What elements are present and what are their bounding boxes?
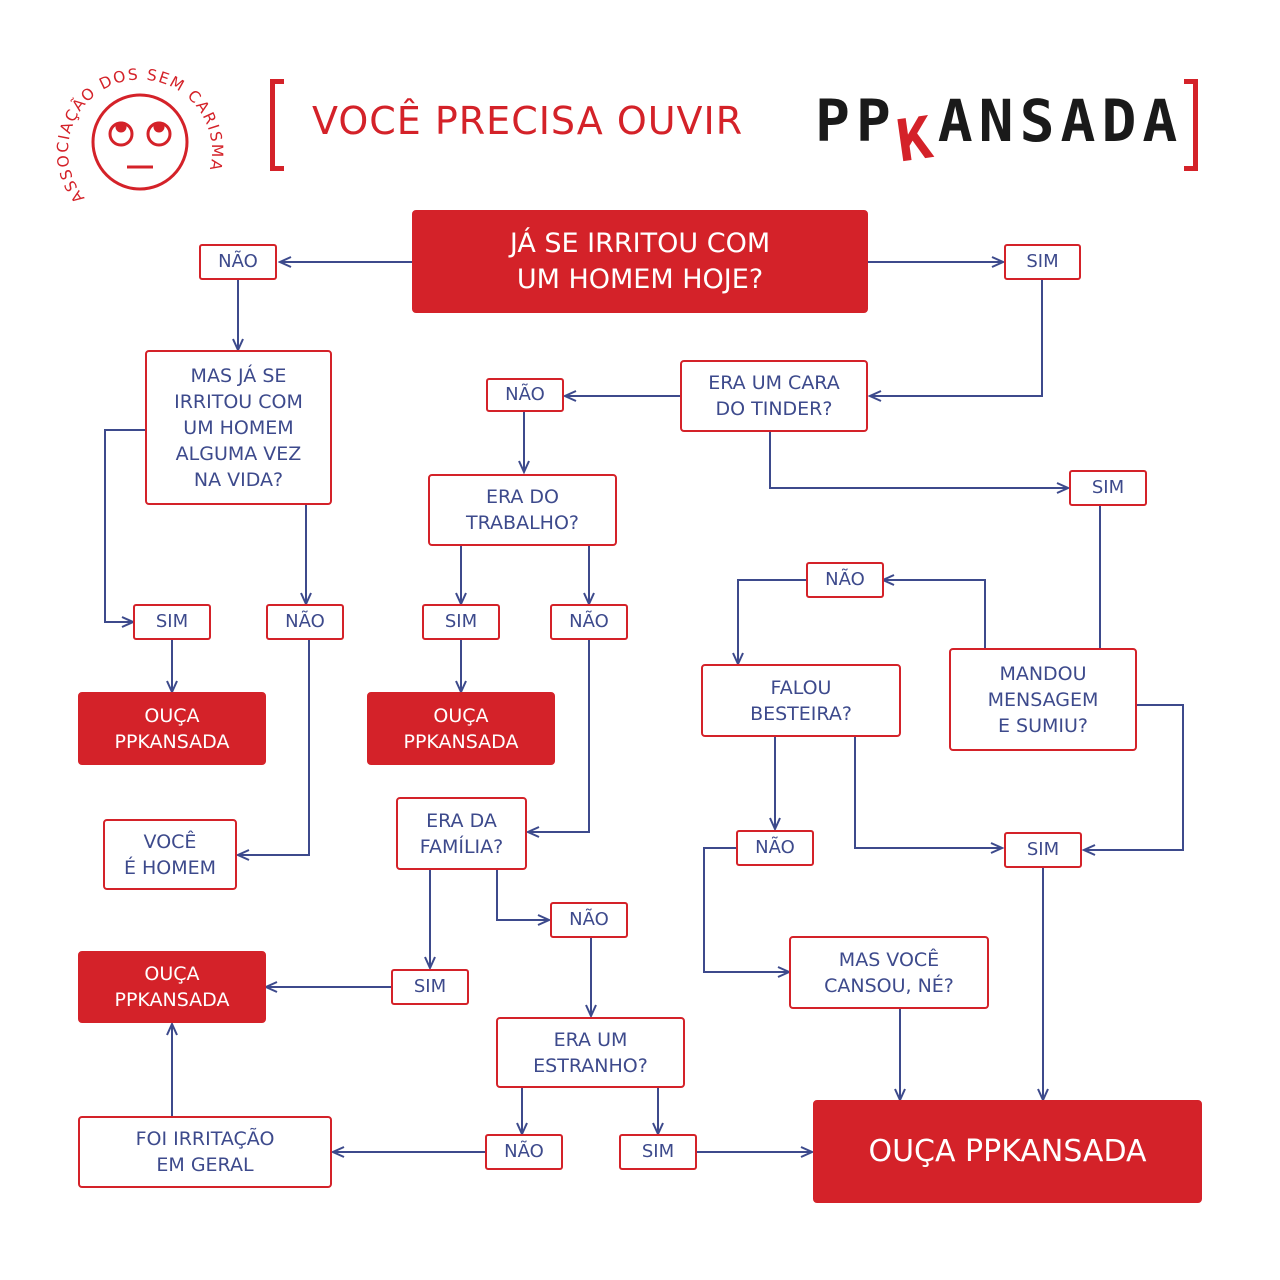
answer-sim-tinder: SIM [1069,470,1147,506]
edge-vida-sim [104,429,145,622]
question-mandou-mensagem: MANDOU MENSAGEM E SUMIU? [949,648,1137,751]
edge-tinder-sim [769,432,1068,488]
result-ouca-ppkansada-1: OUÇA PPKANSADA [78,692,266,765]
result-voce-e-homem: VOCÊ É HOMEM [103,819,237,890]
result-irritacao-geral: FOI IRRITAÇÃO EM GERAL [78,1116,332,1188]
edge-naobest-cansou [703,847,789,972]
result-ouca-ppkansada-final: OUÇA PPKANSADA [813,1100,1202,1203]
answer-sim-familia: SIM [391,969,469,1005]
question-falou-besteira: FALOU BESTEIRA? [701,664,901,737]
question-era-familia: ERA DA FAMÍLIA? [396,797,527,870]
question-irritou-vida: MAS JÁ SE IRRITOU COM UM HOMEM ALGUMA VE… [145,350,332,505]
question-era-estranho: ERA UM ESTRANHO? [496,1017,685,1088]
question-era-trabalho: ERA DO TRABALHO? [428,474,617,546]
svg-text:ASSOCIAÇÃO DOS SEM CARISMA: ASSOCIAÇÃO DOS SEM CARISMA [55,65,225,206]
brand-part-k: K [892,102,943,176]
edge-sumiu-sim [1084,704,1184,850]
page-title: VOCÊ PRECISA OUVIR PPKANSADA [270,75,1210,176]
answer-sim-trabalho: SIM [422,604,500,640]
answer-nao-familia: NÃO [550,902,628,938]
answer-nao-hoje: NÃO [199,244,277,280]
answer-sim-vida: SIM [133,604,211,640]
answer-nao-besteira: NÃO [736,830,814,866]
result-ouca-ppkansada-3: OUÇA PPKANSADA [78,951,266,1023]
edge-sim1-tinder [870,280,1043,396]
question-voce-cansou: MAS VOCÊ CANSOU, NÉ? [789,936,989,1009]
brand-wordmark: PPKANSADA [815,87,1184,176]
question-cara-tinder: ERA UM CARA DO TINDER? [680,360,868,432]
answer-nao-estranho: NÃO [485,1134,563,1170]
logo-ring-text: ASSOCIAÇÃO DOS SEM CARISMA [54,65,225,206]
brand-part-ansada: ANSADA [937,87,1184,155]
eye-roll-face-icon [91,93,189,191]
associacao-logo: ASSOCIAÇÃO DOS SEM CARISMA [54,50,225,220]
edge-sumiu-nao [883,580,986,648]
edge-naotrab-fam [528,640,590,832]
edge-fam-nao [496,870,549,920]
answer-nao-trabalho: NÃO [550,604,628,640]
title-text: VOCÊ PRECISA OUVIR [312,99,744,143]
answer-nao-vida: NÃO [266,604,344,640]
edge-naovida-homem [238,640,310,855]
answer-sim-estranho: SIM [619,1134,697,1170]
answer-sim-besteira: SIM [1004,832,1082,868]
left-bracket [270,79,284,171]
edge-best-sim [854,737,1002,848]
edge-naosumiu-best [738,579,806,664]
brand-part-pp: PP [815,87,897,155]
question-irritou-hoje: JÁ SE IRRITOU COM UM HOMEM HOJE? [412,210,868,313]
answer-sim-hoje: SIM [1004,244,1081,280]
right-bracket [1184,79,1198,171]
answer-nao-sumiu: NÃO [806,562,884,598]
answer-nao-tinder: NÃO [486,378,564,412]
result-ouca-ppkansada-2: OUÇA PPKANSADA [367,692,555,765]
